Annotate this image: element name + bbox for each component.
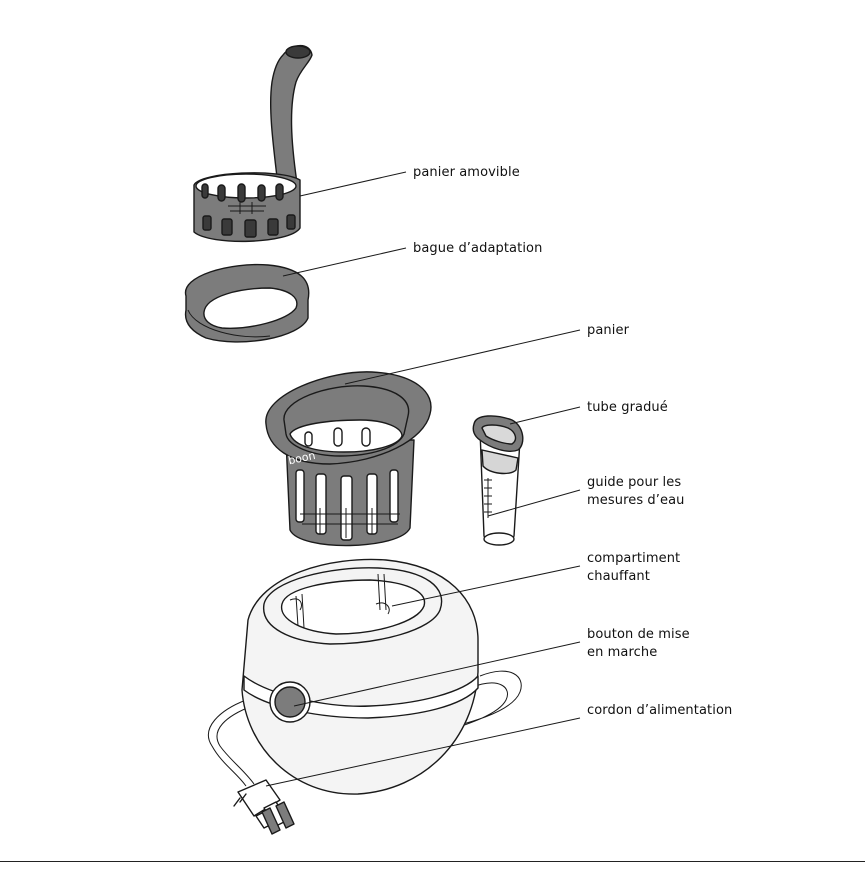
label-adapter-ring: bague d’adaptation [413,240,542,258]
label-text: en marche [587,644,690,662]
label-text: mesures d’eau [587,492,685,510]
label-text: bouton de mise [587,626,690,644]
label-text: panier [587,322,629,340]
label-measuring-tube: tube gradué [587,399,668,417]
bottom-rule [0,861,865,862]
label-basket: panier [587,322,629,340]
label-text: guide pour les [587,474,685,492]
label-text: chauffant [587,568,680,586]
basket: boon [266,372,431,546]
label-removable-basket: panier amovible [413,164,520,182]
label-text: bague d’adaptation [413,240,542,258]
removable-basket [194,46,312,242]
label-text: tube gradué [587,399,668,417]
label-power-button: bouton de mise en marche [587,626,690,662]
label-text: panier amovible [413,164,520,182]
power-plug [234,780,294,834]
adapter-ring [186,265,309,342]
measuring-tube [473,416,523,545]
warmer-base [208,559,521,834]
label-power-cord: cordon d’alimentation [587,702,732,720]
label-text: compartiment [587,550,680,568]
label-water-guide: guide pour les mesures d’eau [587,474,685,510]
label-heating-chamber: compartiment chauffant [587,550,680,586]
label-text: cordon d’alimentation [587,702,732,720]
